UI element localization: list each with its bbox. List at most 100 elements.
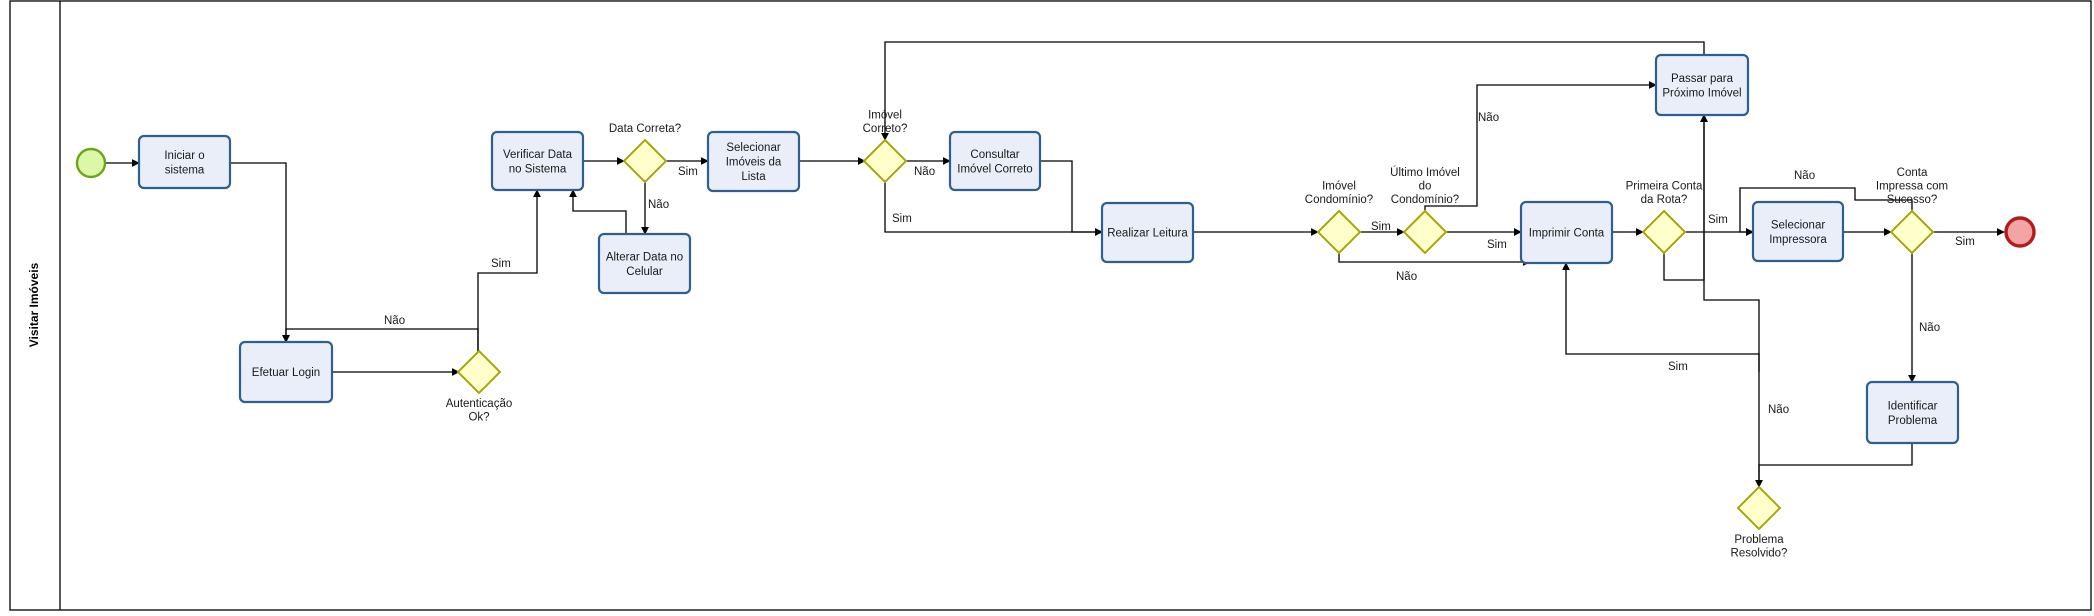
gateway-diamond[interactable] [862,138,908,184]
gateway-label: Ok? [468,412,489,424]
flow-condominio-nao [1338,253,1531,266]
gateway-diamond[interactable] [622,138,668,184]
task-box[interactable] [1519,200,1614,265]
gateway-label: Resolvido? [1731,548,1788,560]
gateway-label: Condomínio? [1391,194,1459,206]
flow-ultimo-nao [1424,81,1657,211]
gateway-label: Primeira Conta [1626,181,1703,193]
label-ultimo-nao: Não [1478,112,1499,124]
task-box[interactable] [1751,200,1845,263]
gateway-label: Imóvel [868,110,902,122]
task-label: Realizar Leitura [1107,228,1188,240]
flow-consultar-to-leitura [1040,160,1103,236]
task-label: Passar para [1671,73,1734,85]
task-box[interactable] [1100,201,1195,264]
gateway-label: Autenticação [446,398,513,410]
pool: Visitar Imóveis [9,0,2092,611]
task-label: Consultar [970,149,1019,161]
gateway-diamond[interactable] [1316,209,1362,255]
pool-border [9,0,2092,611]
gateway-label: Conta [1897,167,1928,179]
gateway-label: Data Correta? [609,123,681,135]
task-label: Selecionar [726,142,781,154]
flow-problema-sim [1562,262,1760,372]
task-label: Celular [626,266,663,278]
task-label: Identificar [1888,400,1938,412]
task-box[interactable] [597,232,692,295]
events [75,147,2036,248]
flow-problema-nao [1700,114,1760,487]
label-sucesso-nao-retry: Não [1794,170,1815,182]
flow-identificar-to-problema [1755,443,1913,488]
gateway-label: Condomínio? [1305,194,1373,206]
task-label: Iniciar o [164,150,204,162]
gateway-label: Imóvel [1322,181,1356,193]
end-event[interactable] [2004,216,2036,248]
task-box[interactable] [1654,53,1750,117]
flow-autenticacao-sim [477,189,541,352]
task-leitura[interactable]: Realizar Leitura [1100,201,1195,264]
task-label: Imprimir Conta [1529,228,1605,240]
gateway-diamond[interactable] [1889,209,1935,255]
gateway-label: Impressa com [1876,181,1948,193]
task-label: Alterar Data no [606,251,683,263]
label-imovel-sim: Sim [892,213,912,225]
task-box[interactable] [490,130,585,192]
label-autenticacao-nao: Não [384,315,405,327]
label-condominio-nao: Não [1396,271,1417,283]
task-login[interactable]: Efetuar Login [238,340,334,404]
flow-iniciar-to-login [230,162,290,343]
task-alterar[interactable]: Alterar Data no Celular [597,232,692,295]
label-autenticacao-sim: Sim [491,258,511,270]
label-sucesso-sim: Sim [1955,236,1975,248]
label-primeira-sim: Sim [1708,214,1728,226]
task-box[interactable] [238,340,334,404]
task-box[interactable] [948,130,1042,192]
sequence-flows [106,41,2005,488]
task-label: sistema [165,164,205,176]
gateway-label: da Rota? [1641,194,1688,206]
task-label: Imóveis da [726,157,782,169]
gateway-diamond[interactable] [456,349,502,395]
label-problema-nao: Não [1768,404,1789,416]
gateway-label: Problema [1734,534,1784,546]
label-sucesso-nao-identificar: Não [1919,322,1940,334]
gateway-diamond[interactable] [1402,209,1448,255]
lane-title: Visitar Imóveis [27,262,41,347]
task-box[interactable] [137,134,232,190]
start-event[interactable] [75,147,107,179]
task-label: Problema [1888,415,1938,427]
label-ultimo-sim: Sim [1487,239,1507,251]
gateway-data[interactable]: Data Correta? [609,123,681,184]
task-label: Impressora [1769,234,1827,246]
task-label: Selecionar [1771,219,1826,231]
gateway-diamond[interactable] [1736,485,1782,531]
flow-imovel-sim [884,182,1103,236]
flow-alterar-to-verificar [569,189,627,234]
task-box[interactable] [1865,380,1960,445]
flow-passar-to-imovel [881,41,1705,141]
task-label: Lista [741,171,766,183]
label-condominio-sim: Sim [1371,221,1391,233]
label-imovel-nao: Não [914,166,935,178]
task-iniciar[interactable]: Iniciar o sistema [137,134,232,190]
label-problema-sim: Sim [1668,361,1688,373]
gateway-diamond[interactable] [1641,209,1687,255]
task-box[interactable] [706,130,801,193]
edge-labels: Não Sim Não Sim Não Sim Sim Não Não Sim … [384,112,1975,416]
task-imprimir[interactable]: Imprimir Conta [1519,200,1614,265]
